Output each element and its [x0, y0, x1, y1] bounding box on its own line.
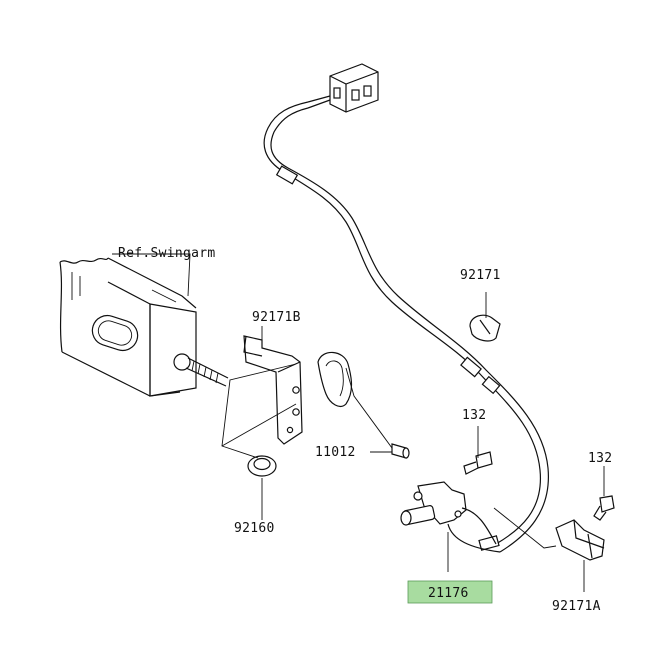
label-92171a: 92171A: [552, 599, 601, 614]
label-21176: 21176: [428, 586, 469, 601]
harness-drawing: [263, 63, 549, 553]
label-132-a: 132: [462, 408, 486, 423]
bracket-92171b-drawing: [243, 335, 353, 445]
label-92171: 92171: [460, 268, 501, 283]
label-92160: 92160: [234, 521, 275, 536]
clamp-92171-drawing: [469, 314, 501, 342]
swingarm-drawing: [59, 257, 229, 397]
label-ref-swingarm: Ref.Swingarm: [118, 246, 216, 261]
leader-lines: [112, 253, 605, 592]
label-132-b: 132: [588, 451, 612, 466]
grommet-92160-drawing: [247, 455, 277, 477]
bolt-132-a-drawing: [463, 451, 493, 475]
clamp-92171a-drawing: [555, 519, 605, 561]
label-92171b: 92171B: [252, 310, 301, 325]
highlight-21176: [407, 580, 493, 604]
part-labels: Ref.Swingarm 92171B 92171 132 11012 132 …: [118, 246, 612, 614]
bolt-132-b-drawing: [593, 495, 615, 521]
sensor-21176-drawing: [400, 481, 501, 553]
pin-11012-drawing: [391, 443, 410, 459]
label-11012: 11012: [315, 445, 356, 460]
